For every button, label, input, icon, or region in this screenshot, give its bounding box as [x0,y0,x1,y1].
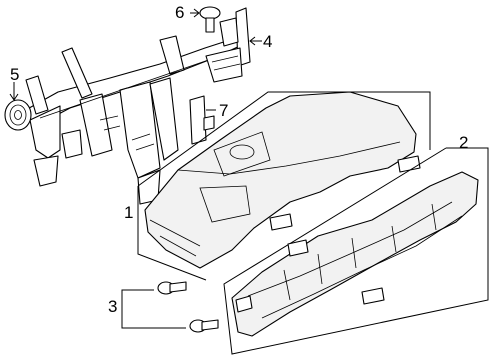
clip-part [190,6,221,33]
callout-5: 5 [10,65,20,84]
support-bracket-part [189,95,216,145]
bolt-parts [121,281,219,333]
instrument-panel-part [137,91,431,281]
callout-3: 3 [108,297,118,316]
cross-car-beam [21,35,245,205]
callout-7: 7 [219,101,229,120]
bolt-upper [157,281,187,295]
callout-6: 6 [175,3,185,22]
speaker-part [4,82,32,131]
callout-4: 4 [263,32,273,51]
callout-1: 1 [124,203,134,222]
bracket-part [205,7,262,83]
lower-panel-reinforcement-part [223,147,489,355]
callout-2: 2 [459,133,469,152]
bolt-lower [189,319,219,333]
